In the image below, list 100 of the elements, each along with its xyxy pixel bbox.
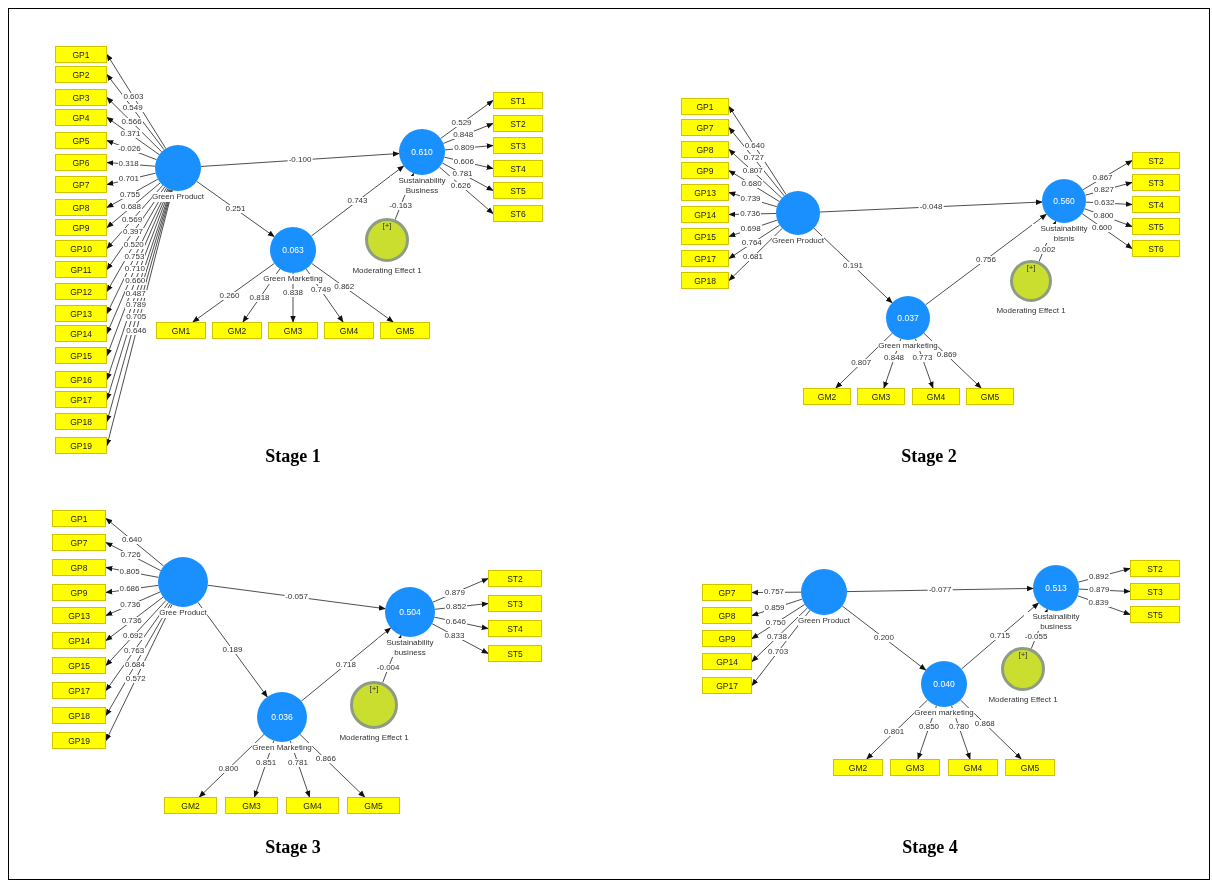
indicator-box: GP5	[55, 132, 107, 149]
edge-label: 0.692	[122, 632, 145, 641]
indicator-box: GP17	[681, 250, 729, 267]
edge-label: 0.260	[218, 291, 241, 300]
edge-label: 0.789	[124, 301, 147, 310]
edge-label: 0.800	[1092, 211, 1115, 220]
edge-label: 0.781	[451, 169, 474, 178]
edge-label: 0.801	[883, 728, 906, 737]
indicator-box: ST6	[1132, 240, 1180, 257]
indicator-box: GP14	[55, 325, 107, 342]
indicator-box: GP12	[55, 283, 107, 300]
indicator-box: GP8	[52, 559, 106, 576]
indicator-box: ST3	[1132, 174, 1180, 191]
indicator-box: GP13	[681, 184, 729, 201]
indicator-box: GP4	[55, 109, 107, 126]
edge-label: -0.163	[388, 201, 413, 210]
edge-label: 0.867	[1091, 174, 1114, 183]
edge-label: 0.750	[764, 619, 787, 628]
r-squared-value: 0.610	[411, 147, 433, 157]
r-squared-value: 0.037	[897, 313, 919, 323]
edge-label: 0.818	[248, 294, 271, 303]
edge-label: 0.684	[124, 661, 147, 670]
edge-label: 0.681	[741, 253, 764, 262]
indicator-box: GM3	[268, 322, 318, 339]
r-squared-value: 0.513	[1045, 583, 1067, 593]
edge-label: 0.848	[883, 354, 906, 363]
indicator-box: GM4	[912, 388, 960, 405]
edge-label: 0.851	[255, 759, 278, 768]
edge-label: 0.757	[763, 588, 786, 597]
edge-label: 0.809	[453, 144, 476, 153]
edge-label: 0.833	[443, 631, 466, 640]
indicator-box: ST5	[1132, 218, 1180, 235]
edge-label: 0.780	[947, 723, 970, 732]
indicator-box: GP7	[681, 119, 729, 136]
indicator-box: GP19	[52, 732, 106, 749]
stage-title: Stage 1	[265, 447, 321, 465]
indicator-box: GP9	[681, 162, 729, 179]
edge-label: 0.862	[333, 282, 356, 291]
construct-label: Green marketing	[914, 708, 974, 718]
indicator-box: ST1	[493, 92, 543, 109]
stage-title: Stage 2	[901, 447, 957, 465]
edge-label: 0.763	[123, 646, 146, 655]
edge-label: -0.026	[116, 145, 142, 154]
edge-label: 0.879	[1088, 586, 1111, 595]
indicator-box: GM5	[380, 322, 430, 339]
edge-label: 0.191	[842, 261, 864, 270]
edge-label: 0.626	[449, 181, 472, 190]
edge-label: 0.710	[123, 264, 146, 273]
indicator-box: GP7	[702, 584, 752, 601]
indicator-box: GP14	[702, 653, 752, 670]
edge-label: 0.736	[739, 210, 762, 219]
indicator-box: ST3	[493, 137, 543, 154]
interaction-mark: [+]	[382, 222, 392, 230]
edge-label: 0.807	[741, 167, 764, 176]
indicator-box: GM2	[164, 797, 217, 814]
indicator-box: ST3	[488, 595, 542, 612]
indicator-box: ST2	[1130, 560, 1180, 577]
indicator-box: GP1	[681, 98, 729, 115]
r-squared-value: 0.504	[399, 607, 421, 617]
indicator-box: GM4	[324, 322, 374, 339]
indicator-box: ST6	[493, 205, 543, 222]
indicator-box: GM2	[833, 759, 883, 776]
stage-title: Stage 3	[265, 838, 321, 856]
stage-title: Stage 4	[902, 838, 958, 856]
indicator-box: ST2	[488, 570, 542, 587]
edge-label: 0.572	[124, 675, 147, 684]
edge-label: 0.701	[117, 175, 140, 184]
construct-label: Green Marketing	[263, 274, 323, 284]
edge-label: 0.600	[1091, 223, 1114, 232]
edge-label: 0.727	[742, 154, 765, 163]
indicator-box: GP11	[55, 261, 107, 278]
edge-label: 0.603	[122, 92, 145, 101]
indicator-box: ST4	[493, 160, 543, 177]
edge-label: 0.640	[743, 142, 766, 151]
construct-label: Green Product	[798, 616, 850, 626]
indicator-box: GP7	[52, 534, 106, 551]
indicator-box: GP15	[52, 657, 106, 674]
edge-label: 0.646	[125, 326, 148, 335]
indicator-box: GP1	[52, 510, 106, 527]
edge-label: 0.703	[767, 647, 790, 656]
indicator-box: ST5	[493, 182, 543, 199]
edge-label: 0.869	[935, 351, 958, 360]
indicator-box: GP18	[681, 272, 729, 289]
edge-label: 0.189	[221, 645, 244, 654]
interaction-mark: [+]	[369, 685, 379, 693]
edge-label: 0.749	[309, 286, 332, 295]
r-squared-value: 0.036	[271, 712, 293, 722]
indicator-box: GP9	[52, 584, 106, 601]
indicator-box: GP6	[55, 154, 107, 171]
indicator-box: GM5	[966, 388, 1014, 405]
indicator-box: GM3	[225, 797, 278, 814]
indicator-box: GM4	[286, 797, 339, 814]
edge-label: 0.736	[119, 600, 142, 609]
indicator-box: GP8	[55, 199, 107, 216]
construct-label: Green Product	[772, 236, 824, 246]
edge-label: -0.004	[375, 664, 401, 673]
edge-label: 0.251	[224, 205, 247, 213]
edge-label: 0.838	[282, 288, 304, 297]
edge-label: 0.371	[119, 130, 142, 139]
edge-label: 0.520	[122, 240, 145, 249]
